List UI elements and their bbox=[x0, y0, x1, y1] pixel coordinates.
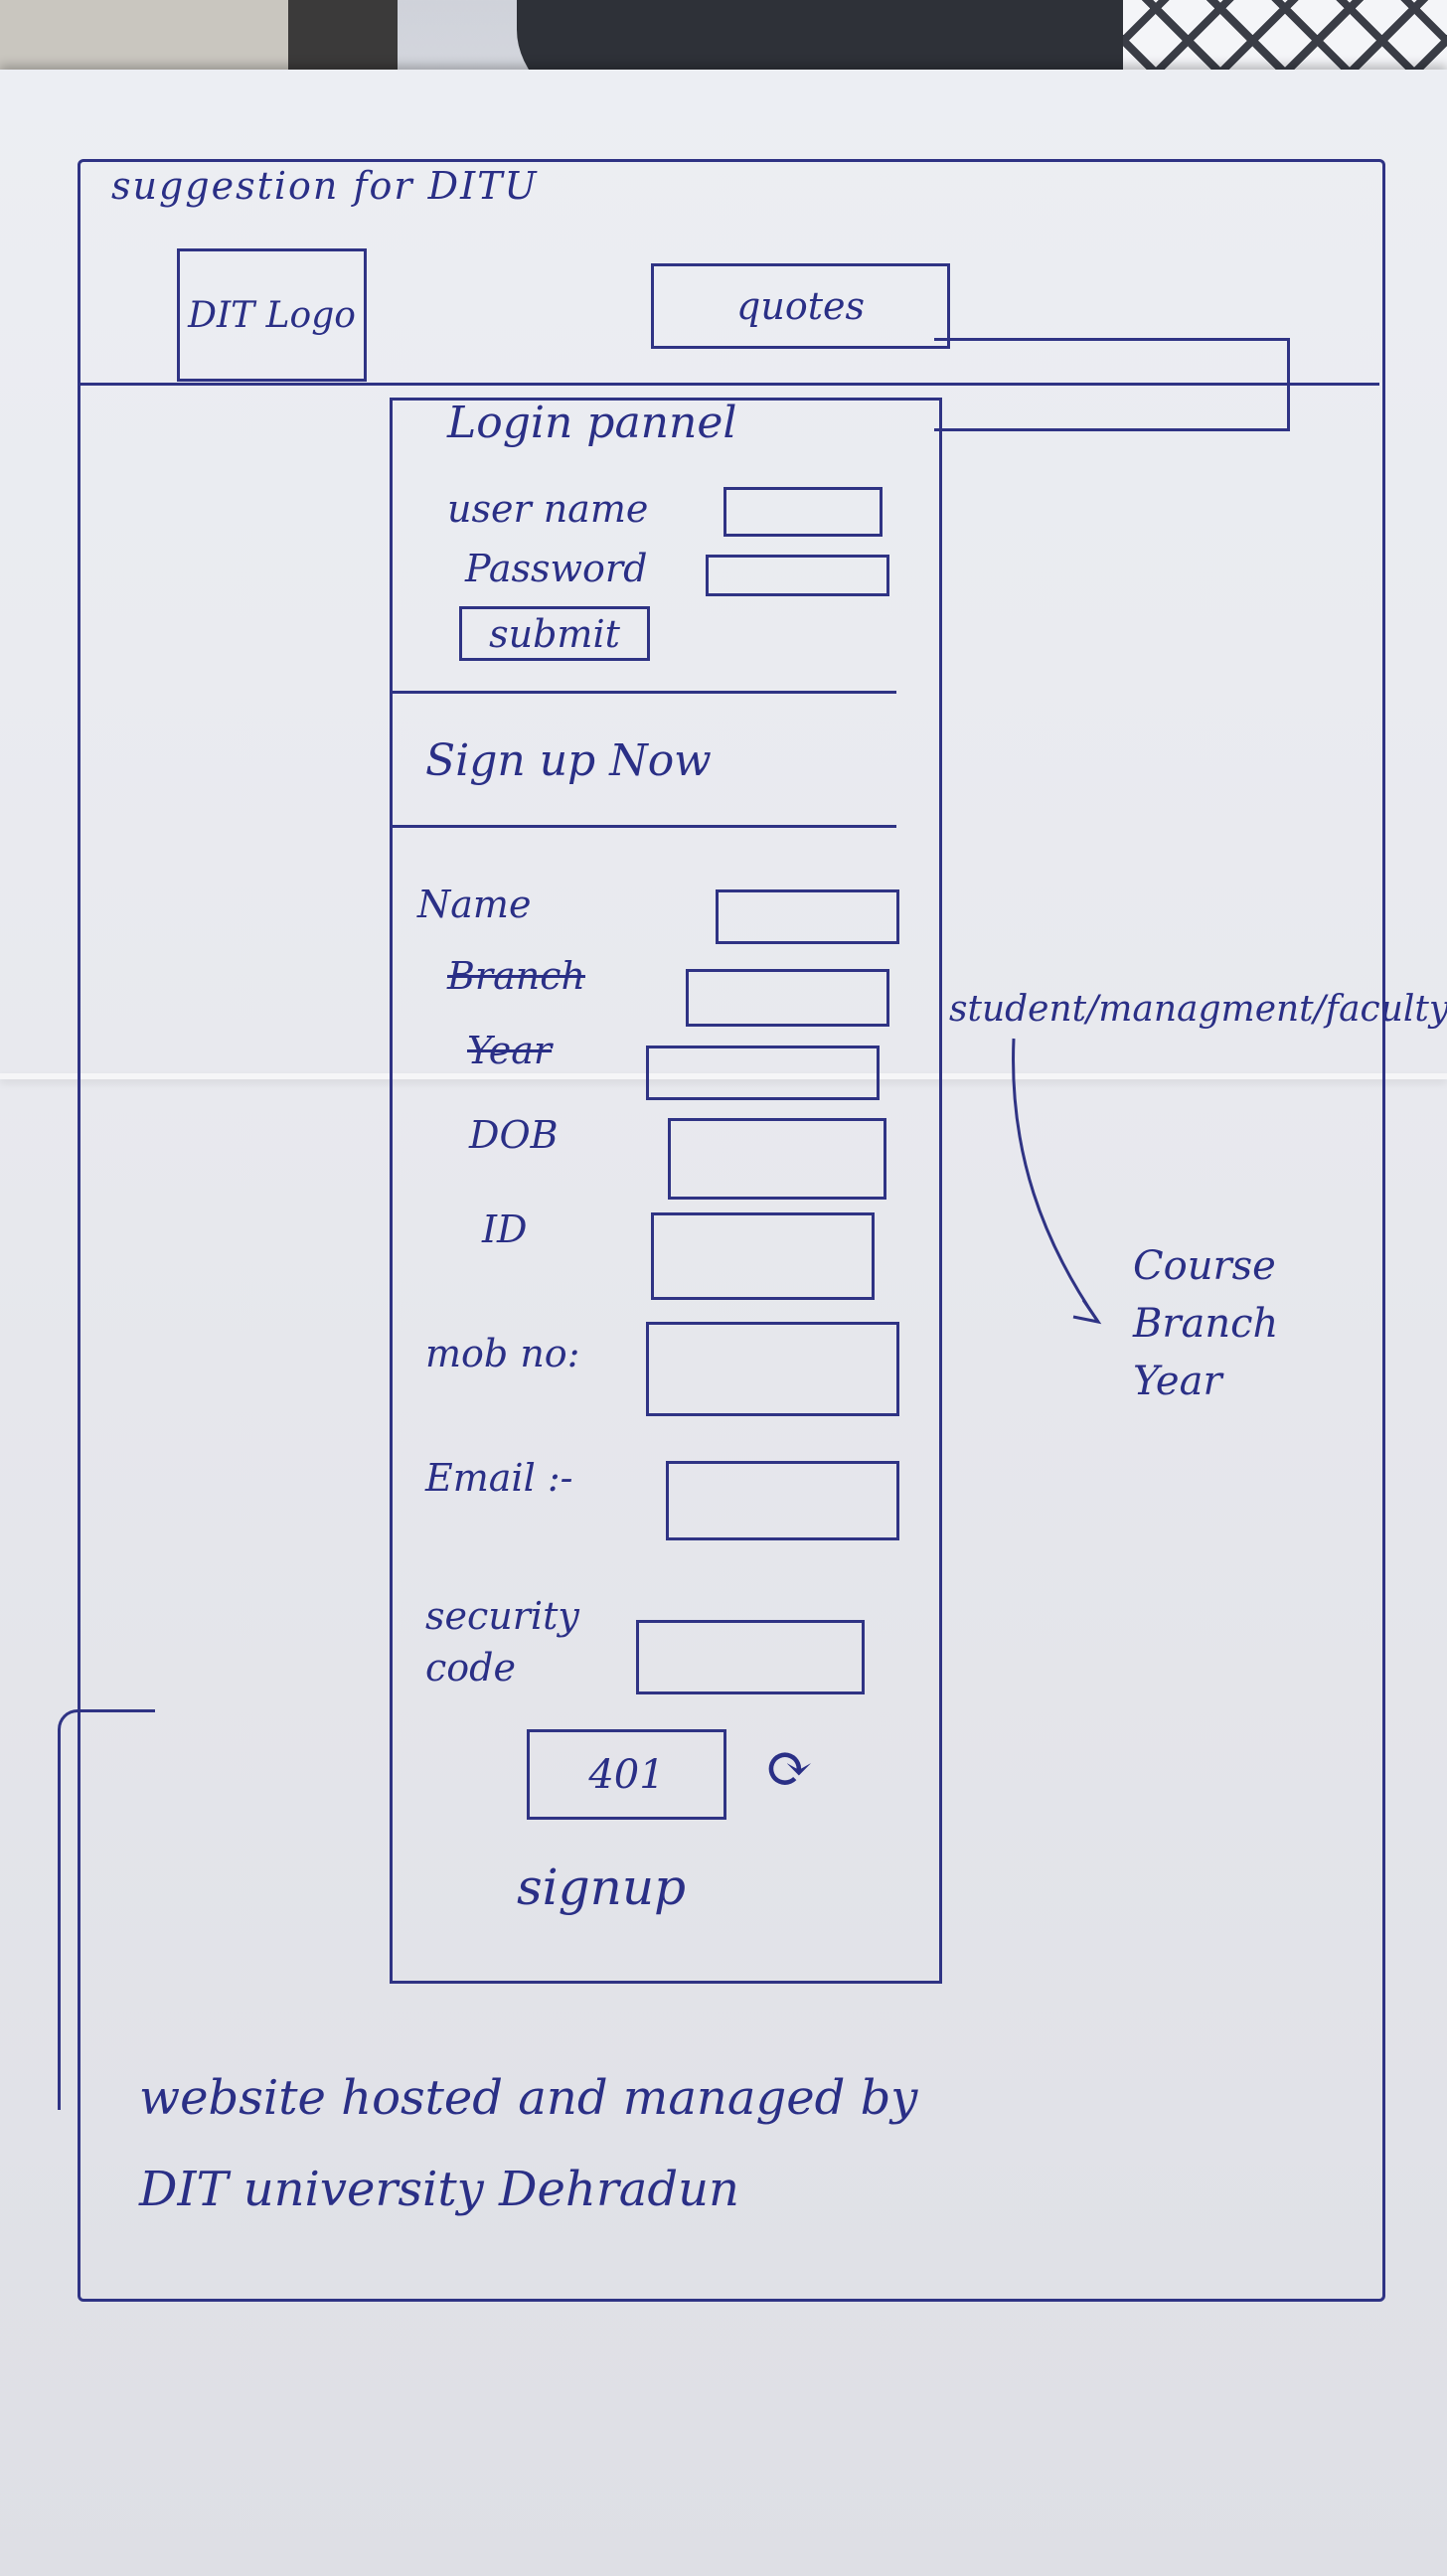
site-header bbox=[78, 234, 1379, 386]
margin-bracket bbox=[58, 1709, 155, 2110]
details-list: Course Branch Year bbox=[1133, 1237, 1278, 1410]
logo-label: DIT Logo bbox=[188, 294, 356, 336]
signup-divider bbox=[390, 825, 896, 828]
year-input[interactable] bbox=[646, 1046, 880, 1100]
page-title: suggestion for DITU bbox=[111, 164, 539, 208]
email-label: Email :- bbox=[425, 1456, 573, 1500]
footer-line-2: DIT university Dehradun bbox=[139, 2162, 739, 2217]
security-code-input[interactable] bbox=[636, 1620, 865, 1694]
name-label: Name bbox=[417, 883, 532, 926]
year-label: Year bbox=[467, 1029, 553, 1072]
logo[interactable]: DIT Logo bbox=[177, 248, 367, 382]
password-input[interactable] bbox=[706, 555, 889, 596]
branch-label: Branch bbox=[447, 954, 585, 998]
username-label: user name bbox=[447, 487, 649, 531]
signup-button[interactable]: signup bbox=[517, 1858, 687, 1916]
name-input[interactable] bbox=[716, 889, 899, 944]
annotation-arrow-icon bbox=[1012, 1038, 1102, 1325]
captcha-display: 401 bbox=[527, 1729, 726, 1820]
id-label: ID bbox=[482, 1208, 528, 1251]
details-item: Course bbox=[1133, 1243, 1276, 1289]
quotes-box: quotes bbox=[651, 263, 950, 349]
site-footer: website hosted and managed by DIT univer… bbox=[139, 2052, 1282, 2235]
mobile-label: mob no: bbox=[425, 1332, 580, 1375]
details-item: Year bbox=[1133, 1359, 1222, 1404]
quotes-label: quotes bbox=[736, 284, 865, 328]
refresh-icon[interactable]: ⟳ bbox=[765, 1734, 814, 1802]
captcha-value: 401 bbox=[588, 1751, 665, 1798]
login-divider bbox=[390, 691, 896, 694]
quotes-banner bbox=[934, 338, 1290, 431]
details-item: Branch bbox=[1133, 1301, 1279, 1347]
branch-input[interactable] bbox=[686, 969, 889, 1027]
username-input[interactable] bbox=[724, 487, 883, 537]
dob-label: DOB bbox=[469, 1113, 559, 1157]
login-panel-title: Login pannel bbox=[447, 398, 737, 448]
security-code-label: security code bbox=[425, 1594, 579, 1690]
mobile-input[interactable] bbox=[646, 1322, 899, 1416]
footer-line-1: website hosted and managed by bbox=[139, 2070, 918, 2126]
user-type-note: student/managment/faculty bbox=[949, 989, 1447, 1030]
page-frame bbox=[78, 159, 1385, 2302]
login-signup-panel bbox=[390, 398, 942, 1984]
password-label: Password bbox=[465, 547, 648, 590]
id-input[interactable] bbox=[651, 1212, 875, 1300]
login-submit-button[interactable]: submit bbox=[459, 606, 650, 661]
signup-title: Sign up Now bbox=[425, 735, 712, 786]
dob-input[interactable] bbox=[668, 1118, 886, 1200]
email-input[interactable] bbox=[666, 1461, 899, 1540]
